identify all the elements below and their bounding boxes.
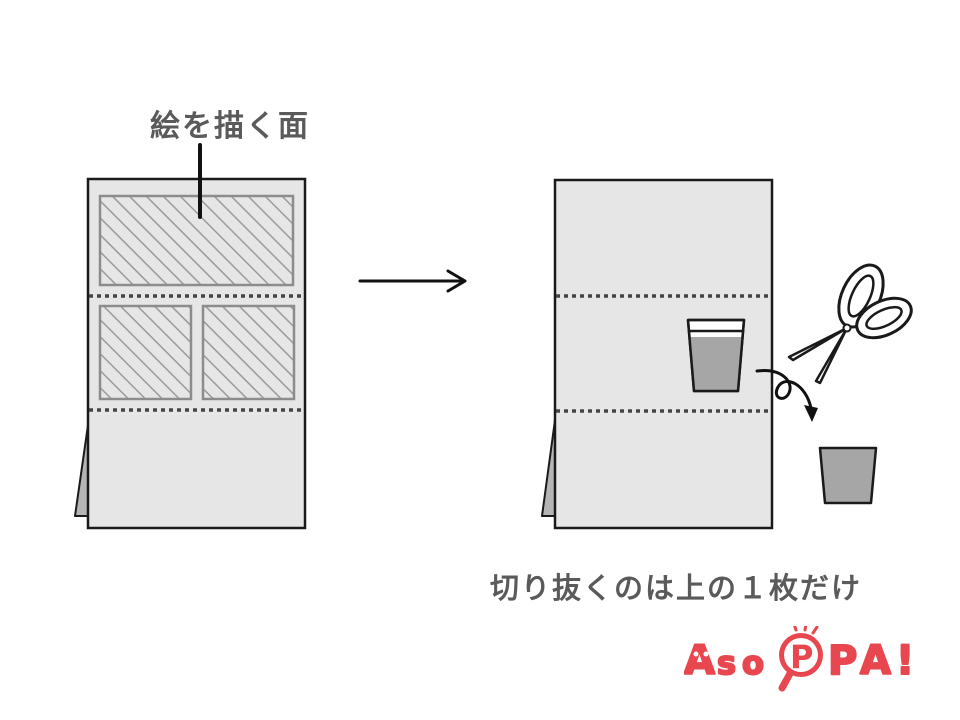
logo-letter: P [790, 638, 813, 676]
curved-arrow-icon [755, 369, 818, 422]
drawing-area-bottom-right [201, 304, 296, 401]
asoppa-logo: A s o P A ! P [684, 626, 915, 692]
cutout-cup-icon [818, 446, 878, 505]
logo-letter: s [717, 644, 736, 682]
right-card [541, 178, 774, 530]
left-card-back-flap [74, 424, 89, 517]
cup-icon [686, 318, 746, 393]
logo-letter: P [828, 638, 857, 684]
logo-letter: o [742, 644, 764, 682]
right-arrow-icon [358, 269, 467, 293]
drawing-area-top [98, 194, 295, 287]
cut-note-label: 切り抜くのは上の１枚だけ [490, 571, 863, 605]
scissors-icon [787, 263, 913, 385]
right-card-back-flap [541, 419, 556, 517]
draw-face-label: 絵を描く面 [150, 109, 310, 144]
left-card [74, 143, 307, 530]
logo-letter: ! [896, 638, 914, 684]
drawing-area-bottom-left [98, 304, 193, 401]
magnifier-icon: P [778, 626, 823, 692]
logo-letter: A [684, 638, 715, 684]
logo-letter: A [860, 638, 891, 684]
